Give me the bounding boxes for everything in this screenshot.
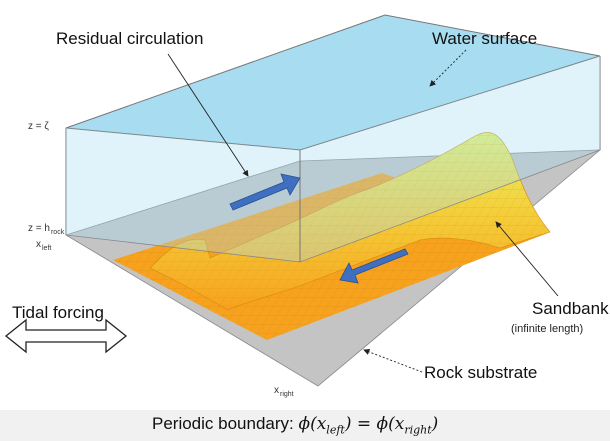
label-residual-circulation: Residual circulation — [56, 29, 204, 48]
caption-periodic-boundary: Periodic boundary: ϕ(xleft) = ϕ(xright) — [152, 415, 438, 435]
label-x-left-sub: left — [42, 245, 52, 252]
label-sandbank: Sandbank — [532, 299, 609, 318]
label-x-right: xright — [274, 385, 294, 399]
caption-prefix: Periodic boundary: — [152, 414, 299, 433]
left-subscript: left — [326, 423, 345, 437]
label-x-right-main: x — [274, 385, 279, 396]
sandbank-ridge-grid — [150, 132, 550, 310]
label-infinite-length: (infinite length) — [511, 323, 584, 335]
label-x-left: xleft — [36, 239, 52, 253]
leader-rock — [363, 348, 423, 373]
leader-sandbank — [495, 221, 559, 297]
label-z-hrock: z = hrock — [28, 223, 65, 237]
water-surface-top — [65, 14, 601, 151]
phi-left: ϕ(x — [298, 414, 327, 434]
tidal-forcing-arrow — [4, 318, 128, 354]
label-z-hrock-sub: rock — [50, 229, 65, 236]
label-tidal-forcing: Tidal forcing — [12, 303, 104, 322]
caption-band — [0, 410, 610, 441]
leader-residual — [167, 53, 249, 177]
label-x-left-main: x — [36, 239, 41, 250]
label-water-surface: Water surface — [432, 29, 538, 48]
residual-arrow-lower — [339, 248, 409, 284]
sandbank-diagram — [4, 14, 602, 387]
water-volume-right — [300, 56, 600, 262]
label-z-hrock-main: z = h — [28, 223, 50, 234]
right-subscript: right — [404, 423, 432, 437]
caption-equation: ϕ(xleft) = ϕ(xright) — [298, 414, 439, 437]
label-rock-substrate: Rock substrate — [424, 363, 538, 382]
water-volume-front — [66, 128, 300, 262]
close-paren: ) — [431, 414, 439, 434]
label-z-zeta: z = ζ — [28, 121, 49, 132]
equals-phi: ) = ϕ(x — [344, 414, 405, 434]
residual-arrow-upper — [229, 173, 301, 211]
leader-water — [429, 49, 467, 87]
label-x-right-sub: right — [280, 391, 294, 398]
